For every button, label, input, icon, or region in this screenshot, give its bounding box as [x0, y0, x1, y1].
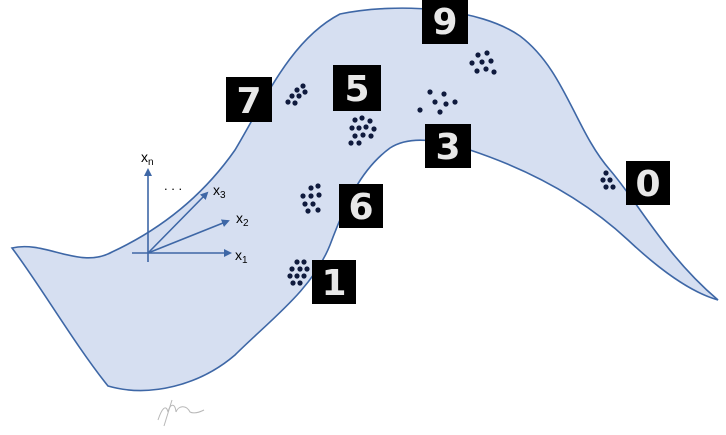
digit-tile-1: 1: [312, 260, 356, 304]
digit-label-0: 0: [635, 164, 660, 205]
digit-label-6: 6: [348, 187, 373, 228]
cluster-1: [287, 259, 310, 286]
digit-tile-7: 7: [226, 77, 272, 122]
axis-x3-arrow: [147, 191, 209, 254]
digit-tile-9: 9: [422, 0, 468, 44]
digit-label-7: 7: [236, 81, 261, 122]
axis-label-x1: x1: [235, 247, 248, 266]
cluster-9: [469, 50, 497, 75]
cluster-6: [300, 183, 322, 214]
signature-icon: [157, 399, 205, 427]
digit-label-5: 5: [344, 69, 369, 110]
axis-x2-arrow: [147, 219, 230, 254]
coordinate-axes: xn x1 x2 x3 . . .: [132, 149, 249, 266]
digit-tile-0: 0: [626, 161, 670, 205]
axis-label-xn: xn: [141, 149, 154, 168]
digit-label-1: 1: [321, 263, 346, 304]
digit-tile-5: 5: [333, 65, 381, 111]
digit-tile-3: 3: [425, 124, 471, 168]
point-clusters: [285, 50, 616, 286]
digit-label-3: 3: [435, 127, 460, 168]
cluster-0: [600, 170, 616, 190]
digit-label-9: 9: [432, 2, 457, 43]
axis-ellipsis: . . .: [164, 178, 182, 193]
axis-label-x2: x2: [236, 210, 249, 229]
cluster-3: [417, 89, 458, 115]
axis-label-x3: x3: [213, 182, 226, 201]
cluster-7: [285, 83, 308, 106]
digit-tile-6: 6: [339, 184, 383, 228]
cluster-5: [348, 115, 377, 146]
digit-tiles: 7 5 9 3 6 1 0: [226, 0, 670, 304]
